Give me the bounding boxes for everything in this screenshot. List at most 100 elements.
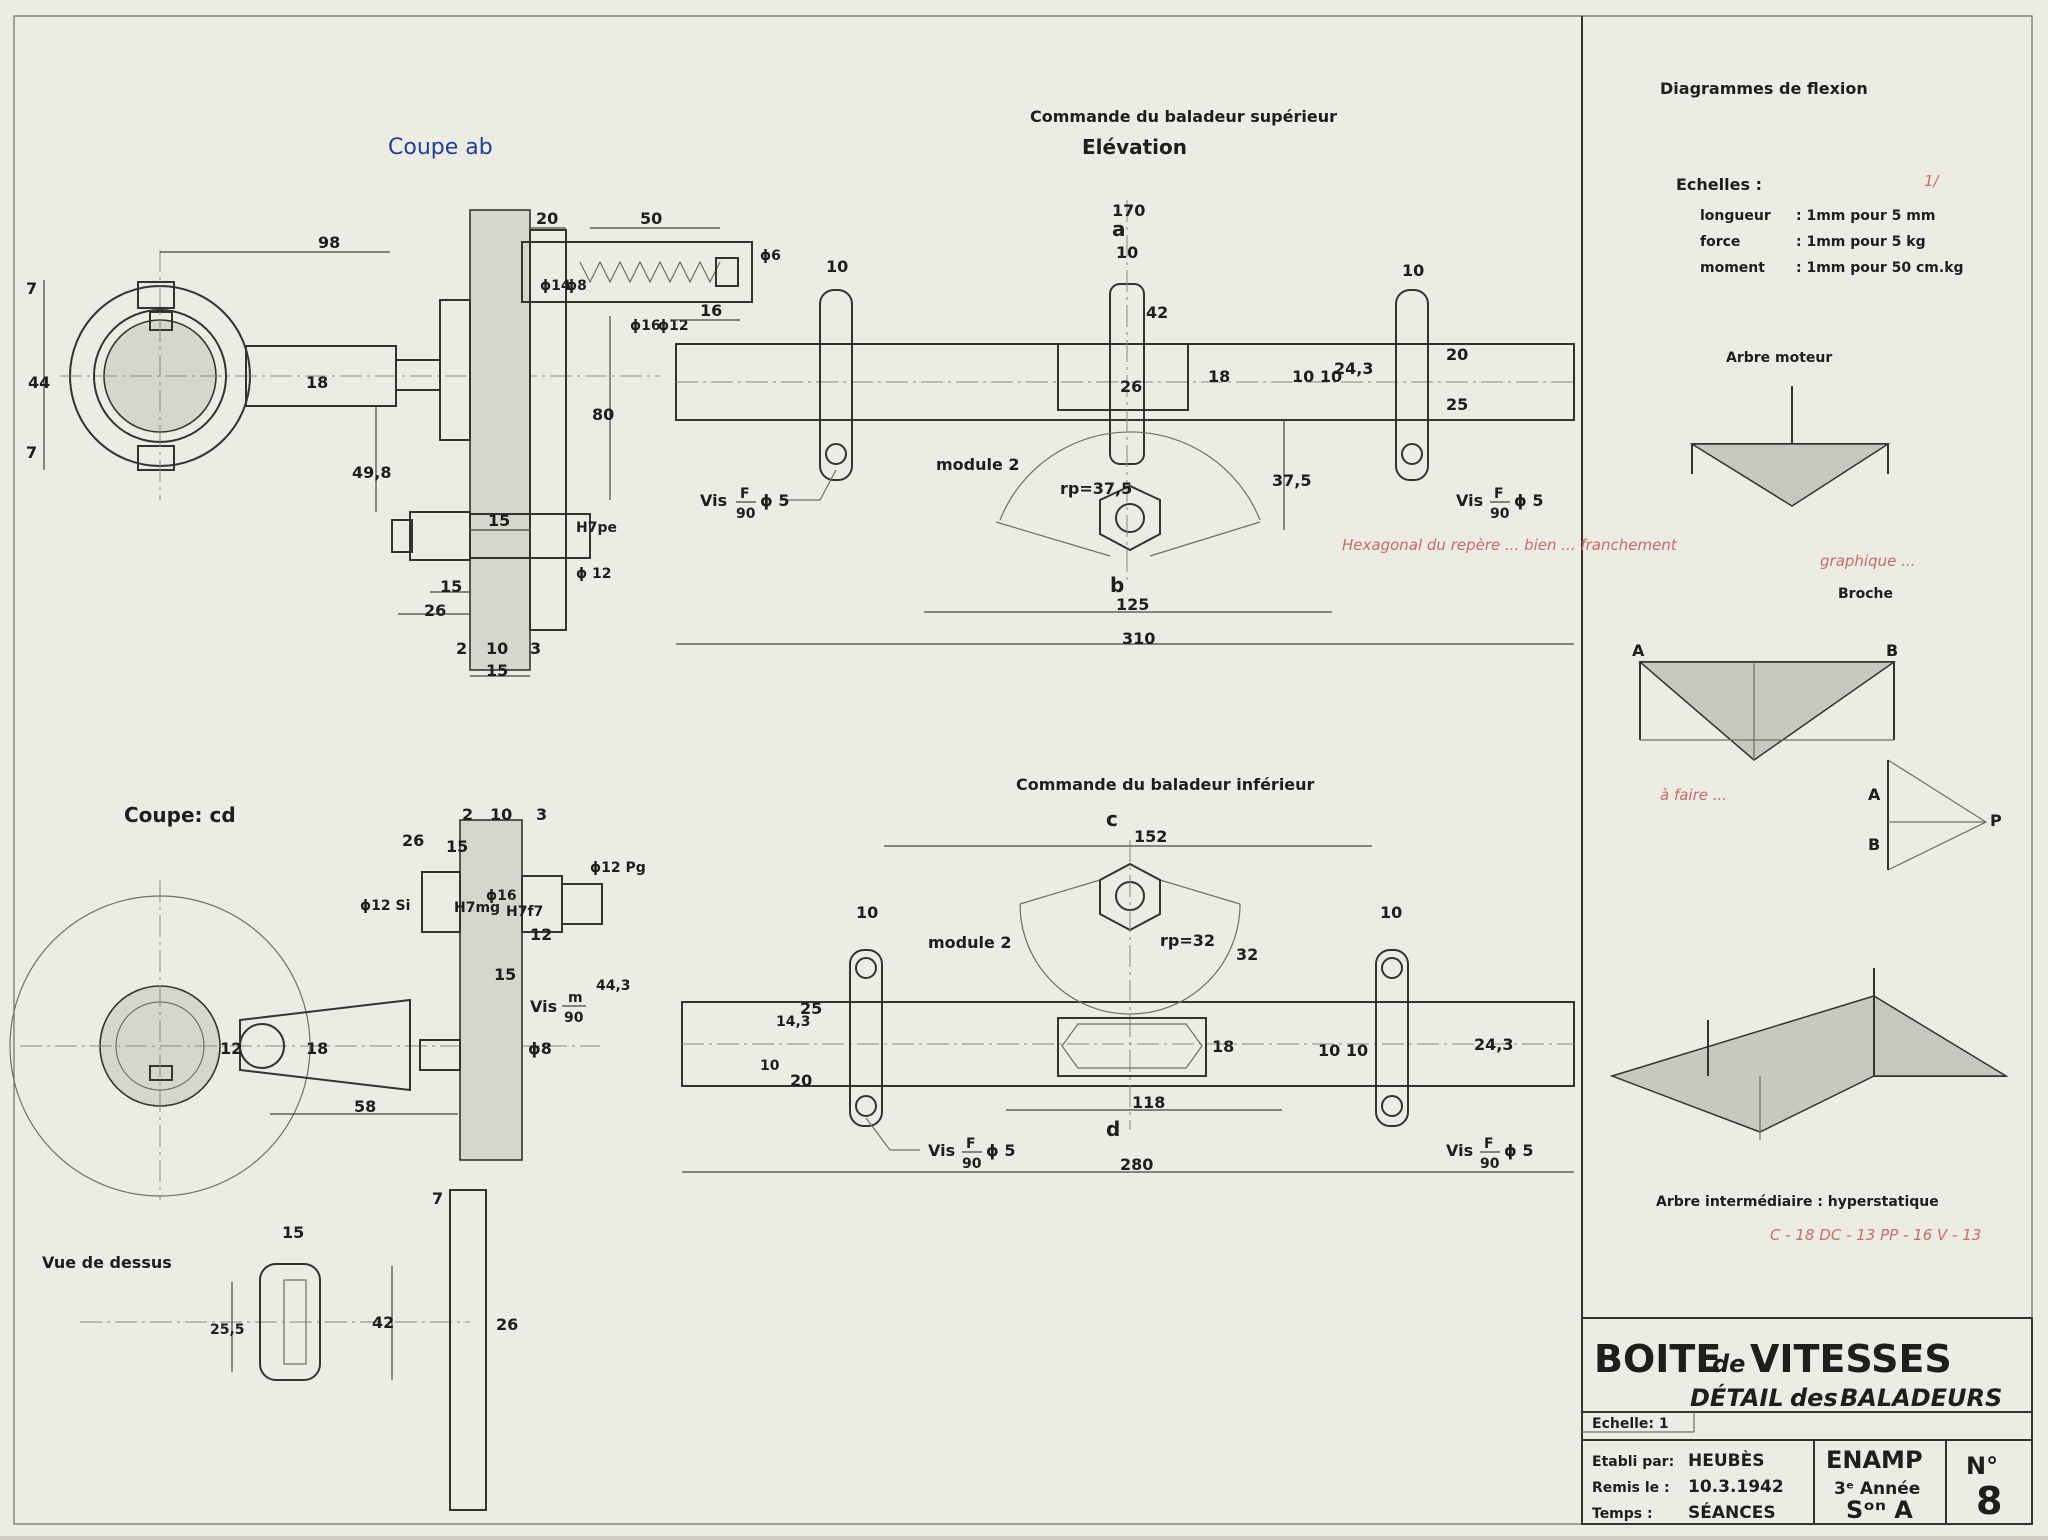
svg-text:8: 8 (1976, 1479, 2002, 1523)
svg-text:de: de (1712, 1350, 1745, 1378)
red-note-elevation: Hexagonal du repère ... bien ... franche… (1342, 536, 1678, 554)
spring-housing (521, 241, 753, 303)
svg-text:b: b (1110, 573, 1124, 597)
svg-text:m: m (568, 990, 583, 1006)
nut (409, 511, 471, 561)
svg-text:module 2: module 2 (936, 455, 1020, 474)
svg-text:10: 10 (1402, 261, 1424, 280)
svg-text:ϕ16: ϕ16 (630, 318, 661, 334)
svg-text:BALADEURS: BALADEURS (1840, 1384, 2002, 1412)
svg-text:42: 42 (1146, 303, 1168, 322)
svg-text:1/: 1/ (1924, 172, 1941, 190)
svg-text:Etabli par:: Etabli par: (1592, 1454, 1674, 1470)
coupe-cd-title: Coupe: cd (124, 803, 236, 827)
svg-text:25: 25 (1446, 395, 1468, 414)
svg-text:15: 15 (486, 661, 508, 680)
svg-text:15: 15 (282, 1223, 304, 1242)
svg-text:Echelle: 1: Echelle: 1 (1592, 1416, 1669, 1432)
svg-text:15: 15 (440, 577, 462, 596)
svg-text:ϕ16: ϕ16 (486, 888, 517, 904)
svg-text:10 10: 10 10 (1318, 1041, 1368, 1060)
svg-text:ϕ14: ϕ14 (540, 278, 571, 294)
svg-text:10: 10 (760, 1058, 780, 1074)
svg-text:graphique ...: graphique ... (1820, 552, 1915, 570)
svg-text:15: 15 (494, 965, 516, 984)
sheet-border (13, 15, 2033, 1525)
svg-text:125: 125 (1116, 595, 1149, 614)
svg-text:H7pe: H7pe (576, 520, 617, 536)
svg-text:80: 80 (592, 405, 614, 424)
cd-shaft (459, 819, 523, 1161)
svg-text:24,3: 24,3 (1334, 359, 1373, 378)
svg-text:F: F (1494, 486, 1504, 502)
svg-text:12: 12 (220, 1039, 242, 1058)
svg-text:des: des (1790, 1384, 1838, 1412)
lower-fork-right (1375, 949, 1409, 1127)
svg-text:37,5: 37,5 (1272, 471, 1311, 490)
svg-text:F: F (966, 1136, 976, 1152)
svg-text:18: 18 (1212, 1037, 1234, 1056)
svg-text:Remis le :: Remis le : (1592, 1480, 1670, 1496)
svg-text:rp=32: rp=32 (1160, 931, 1215, 950)
svg-text:26: 26 (1120, 377, 1142, 396)
svg-text:DÉTAIL: DÉTAIL (1690, 1383, 1784, 1412)
svg-text:98: 98 (318, 233, 340, 252)
svg-text:ϕ8: ϕ8 (528, 1039, 552, 1058)
svg-text:42: 42 (372, 1313, 394, 1332)
upper-title: Commande du baladeur supérieur (1030, 107, 1337, 126)
svg-text:44: 44 (28, 373, 50, 392)
svg-text:Vis: Vis (1446, 1141, 1473, 1160)
svg-text:10 10: 10 10 (1292, 367, 1342, 386)
svg-text:ϕ 5: ϕ 5 (1504, 1141, 1533, 1160)
svg-text:ϕ 5: ϕ 5 (1514, 491, 1543, 510)
svg-text:152: 152 (1134, 827, 1167, 846)
svg-text:32: 32 (1236, 945, 1258, 964)
svg-text:20: 20 (536, 209, 558, 228)
svg-text:Sᵒⁿ A: Sᵒⁿ A (1846, 1496, 1913, 1524)
svg-text:20: 20 (790, 1071, 812, 1090)
upper-slider (1057, 343, 1189, 411)
spring (579, 260, 721, 284)
flexion-title: Diagrammes de flexion (1660, 79, 1868, 98)
svg-text:118: 118 (1132, 1093, 1165, 1112)
svg-text:rp=37,5: rp=37,5 (1060, 479, 1132, 498)
upper-fork-right (1395, 289, 1429, 481)
svg-text:26: 26 (402, 831, 424, 850)
svg-text:module 2: module 2 (928, 933, 1012, 952)
svg-text:90: 90 (564, 1010, 584, 1026)
svg-text:SÉANCES: SÉANCES (1688, 1501, 1776, 1523)
svg-text:Vis: Vis (700, 491, 727, 510)
svg-text:90: 90 (962, 1156, 982, 1172)
svg-text:moment: moment (1700, 260, 1765, 276)
svg-text:Arbre intermédiaire : hypersta: Arbre intermédiaire : hyperstatique (1656, 1194, 1939, 1210)
lower-elevation-view: Commande du baladeur inférieur c 152 10 … (681, 775, 1575, 1174)
title-block: BOITE de VITESSES DÉTAIL des BALADEURS E… (1581, 1317, 2033, 1525)
lower-gear-sector (1019, 903, 1241, 1015)
lower-lever (239, 998, 411, 1092)
diagram-broche (1637, 661, 1897, 761)
svg-text:à faire ...: à faire ... (1660, 786, 1727, 804)
svg-text:ϕ12 Si: ϕ12 Si (360, 898, 410, 914)
svg-text:A: A (1632, 641, 1645, 660)
svg-text:Arbre moteur: Arbre moteur (1726, 350, 1832, 366)
svg-text:VITESSES: VITESSES (1750, 1337, 1952, 1381)
svg-text:Broche: Broche (1838, 586, 1893, 602)
svg-text:10.3.1942: 10.3.1942 (1688, 1477, 1784, 1497)
force-polygon (1887, 759, 1988, 871)
svg-text:ϕ12 Pg: ϕ12 Pg (590, 860, 646, 876)
svg-text:49,8: 49,8 (352, 463, 391, 482)
svg-text:: 1mm pour 5 kg: : 1mm pour 5 kg (1796, 234, 1926, 250)
svg-text:Vis: Vis (928, 1141, 955, 1160)
svg-text:280: 280 (1120, 1155, 1153, 1174)
top-view-title: Vue de dessus (42, 1253, 172, 1272)
svg-text:a: a (1112, 217, 1126, 241)
svg-text:Temps :: Temps : (1592, 1506, 1653, 1522)
svg-text:longueur: longueur (1700, 208, 1771, 224)
svg-text:H7f7: H7f7 (506, 904, 543, 920)
upper-elevation-view: Commande du baladeur supérieur Elévation… (675, 107, 1678, 648)
svg-text:N°: N° (1966, 1452, 1998, 1480)
svg-text:18: 18 (1208, 367, 1230, 386)
svg-text:14,3: 14,3 (776, 1014, 811, 1030)
svg-text:90: 90 (736, 506, 756, 522)
